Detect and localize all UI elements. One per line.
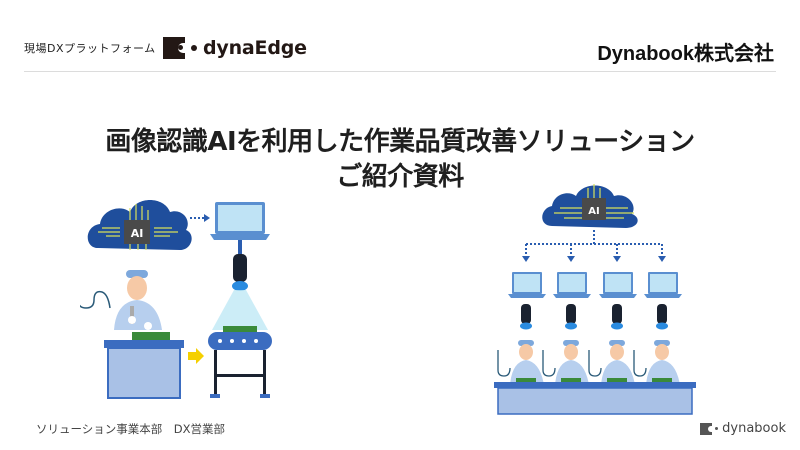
dynaedge-logo-text: dynaEdge [203, 37, 307, 59]
worker-icon [77, 270, 162, 330]
station-4 [633, 272, 682, 385]
title-line-2: ご紹介資料 [336, 162, 464, 192]
dynaedge-mark-icon [163, 37, 185, 59]
yellow-arrow-icon [188, 348, 204, 364]
department-label: ソリューション事業本部 DX営業部 [36, 422, 226, 436]
distribution-arrows-icon [525, 230, 663, 256]
header-divider [24, 71, 776, 72]
camera-icon [232, 254, 248, 291]
conveyor-icon [208, 326, 272, 398]
laptop-icon [210, 202, 270, 240]
shared-workbench-icon [494, 378, 696, 415]
dynabook-mark-icon [700, 422, 713, 435]
svg-text:AI: AI [588, 206, 599, 217]
multi-line-illustration: AI [490, 180, 700, 415]
page-title: 画像認識AIを利用した作業品質改善ソリューション ご紹介資料 [0, 125, 800, 195]
ai-cloud-icon: AI [87, 200, 192, 250]
logo-dot-icon [715, 427, 719, 430]
logo-dot-icon [191, 45, 197, 51]
svg-text:AI: AI [131, 227, 144, 240]
dynaedge-logo: dynaEdge [163, 37, 307, 59]
single-line-illustration: AI [77, 190, 300, 410]
ai-cloud-icon: AI [542, 184, 638, 228]
station-2 [542, 272, 591, 385]
workbench-icon [104, 332, 184, 399]
station-1 [497, 272, 546, 385]
title-line-1: 画像認識AIを利用した作業品質改善ソリューション [105, 127, 695, 157]
platform-label: 現場DXプラットフォーム [24, 42, 156, 55]
dotted-arrow-icon [190, 214, 210, 222]
dynabook-logo-text: dynabook [722, 421, 786, 436]
station-3 [588, 272, 637, 385]
dynabook-footer-logo: dynabook [700, 421, 786, 436]
header: 現場DXプラットフォーム dynaEdge Dynabook株式会社 [0, 0, 800, 72]
company-name: Dynabook株式会社 [597, 43, 774, 65]
